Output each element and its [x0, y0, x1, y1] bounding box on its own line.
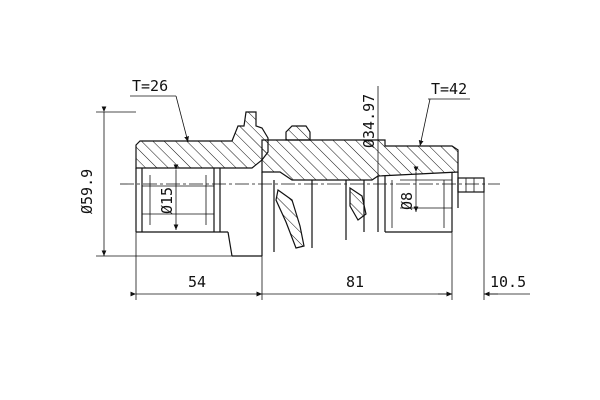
overall-diameter-label: Ø59.9 — [78, 169, 96, 214]
bore-left-label: Ø15 — [158, 187, 176, 214]
length-right-label: 10.5 — [490, 273, 526, 291]
flange-diameter-label: Ø34.97 — [360, 94, 378, 148]
right-spline-label: T=42 — [431, 80, 467, 98]
snap-ring — [275, 125, 367, 249]
left-spline-label: T=26 — [132, 77, 168, 95]
bore-right-label: Ø8 — [398, 192, 416, 210]
length-left-label: 54 — [188, 273, 206, 291]
length-dimensions — [130, 192, 530, 300]
right-spline — [384, 172, 485, 233]
left-spline-leader — [130, 95, 189, 143]
right-spline-leader — [418, 98, 470, 147]
overall-diameter-dimension — [96, 106, 232, 257]
length-middle-label: 81 — [346, 273, 364, 291]
